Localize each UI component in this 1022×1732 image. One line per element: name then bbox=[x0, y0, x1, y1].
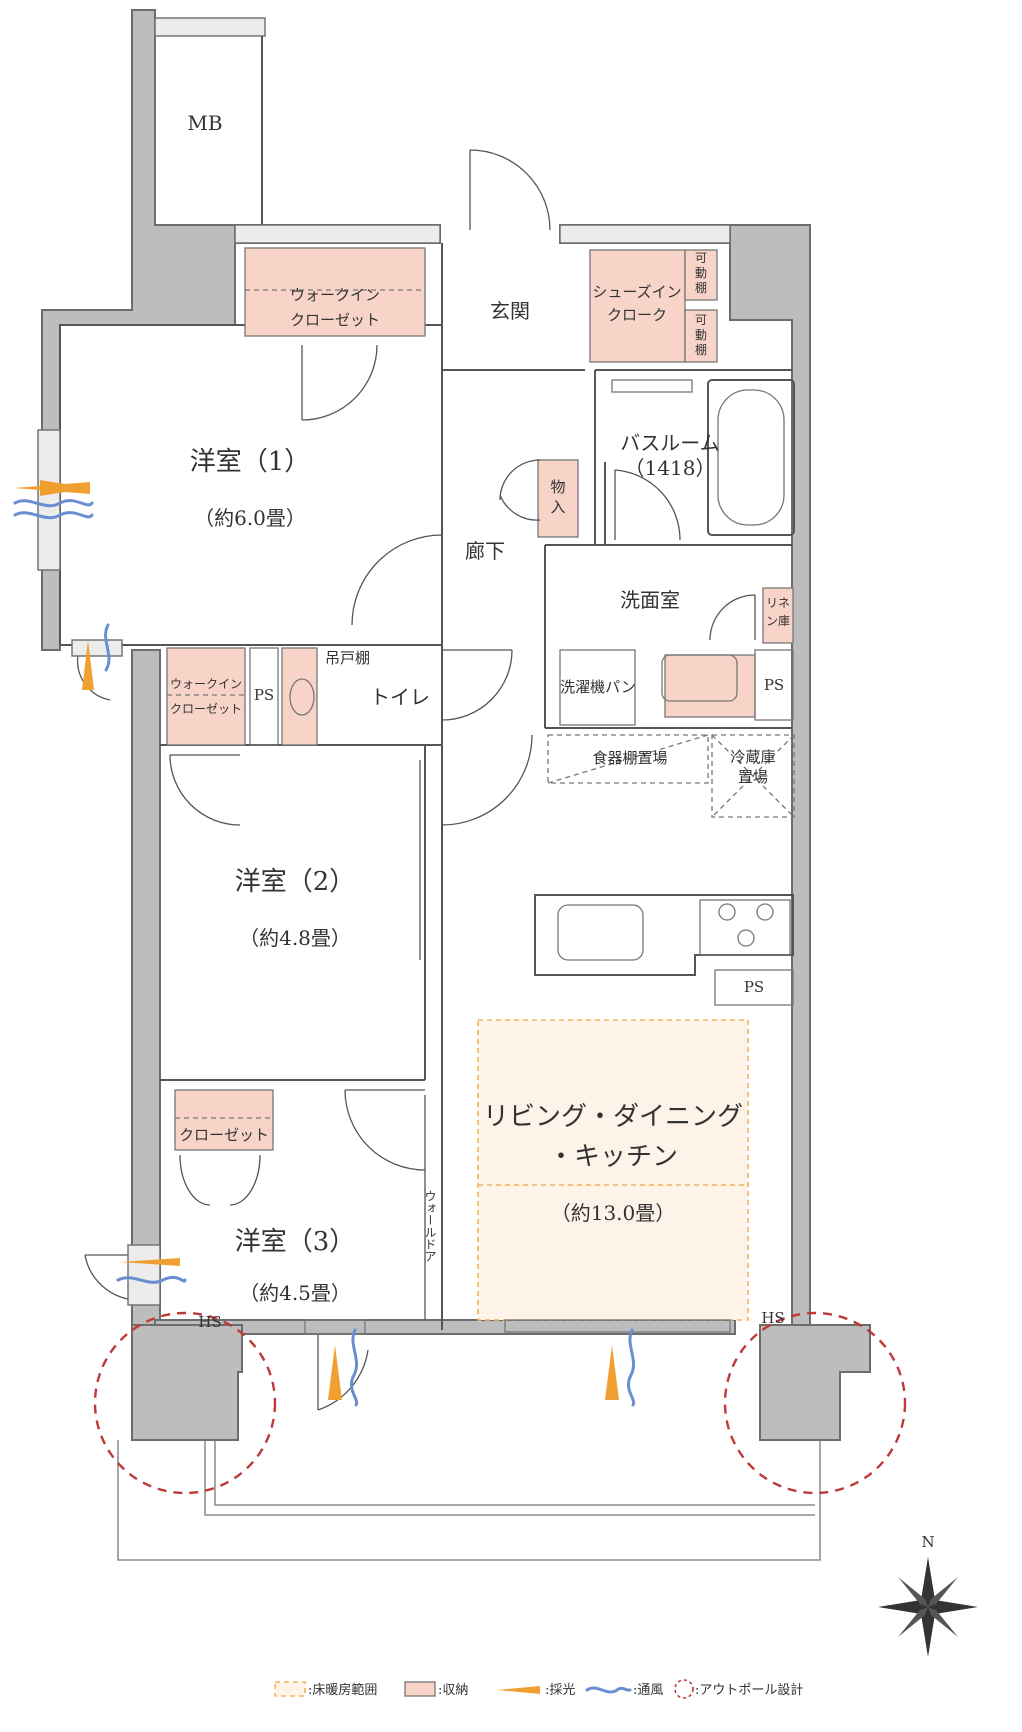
wic2-label-line1: ウォークイン bbox=[170, 677, 242, 691]
north-compass-icon bbox=[878, 1557, 978, 1657]
light-markers bbox=[14, 480, 619, 1400]
movable-shelf2-b: 動 bbox=[695, 328, 707, 342]
ps-label-3: PS bbox=[744, 978, 764, 996]
closet-label: クローゼット bbox=[179, 1126, 269, 1144]
room2-area: （約4.8畳） bbox=[239, 926, 351, 950]
wic1-label-line2: クローゼット bbox=[290, 311, 380, 329]
outpole-circle-right bbox=[723, 1311, 907, 1495]
ldk-area: （約13.0畳） bbox=[551, 1201, 676, 1225]
bath-size: （1418） bbox=[625, 456, 716, 480]
hanging-shelf-label: 吊戸棚 bbox=[325, 649, 370, 667]
legend-storage: :収納 bbox=[438, 1683, 468, 1698]
fixtures bbox=[249, 379, 795, 1006]
room1-name: 洋室（1） bbox=[190, 447, 311, 477]
linen-label-b: ン庫 bbox=[766, 614, 790, 628]
legend-ventilation: :通風 bbox=[633, 1683, 663, 1698]
legend-outpole: :アウトポール設計 bbox=[695, 1682, 803, 1698]
legend-lighting-icon bbox=[497, 1686, 540, 1694]
legend-floor-heating-swatch bbox=[274, 1681, 306, 1697]
room-labels: MB ウォークイン クローゼット 玄関 シューズイン クローク 可 動 棚 可 … bbox=[170, 111, 935, 1551]
movable-shelf2-c: 棚 bbox=[695, 342, 707, 357]
fridge-label-line2: 置場 bbox=[738, 768, 768, 786]
floor-heating-area bbox=[477, 1019, 749, 1321]
corridor-label: 廊下 bbox=[465, 539, 505, 563]
light-arrow-corner bbox=[82, 640, 94, 690]
washer-pan-label: 洗濯機パン bbox=[560, 678, 636, 696]
storage-areas bbox=[166, 247, 794, 1151]
movable-shelf2-a: 可 bbox=[695, 313, 707, 327]
ldk-name-line1: リビング・ダイニング bbox=[483, 1102, 743, 1132]
room3-name: 洋室（3） bbox=[235, 1227, 356, 1257]
room1-area: （約6.0畳） bbox=[194, 506, 306, 530]
mb-label: MB bbox=[187, 111, 222, 135]
outer-walls bbox=[41, 9, 871, 1561]
light-arrow-bottom2 bbox=[605, 1345, 619, 1400]
movable-shelf1-c: 棚 bbox=[695, 280, 707, 295]
ldk-name-line2: ・キッチン bbox=[548, 1142, 678, 1172]
bath-label: バスルーム bbox=[620, 431, 719, 455]
outpole-circle-left bbox=[93, 1311, 277, 1495]
ps-label-1: PS bbox=[254, 686, 274, 704]
ps-label-2: PS bbox=[764, 676, 784, 694]
legend-outpole-icon bbox=[674, 1679, 694, 1699]
legend-storage-swatch bbox=[404, 1681, 436, 1697]
light-arrow-bottom1 bbox=[328, 1345, 342, 1400]
movable-shelf1-b: 動 bbox=[695, 266, 707, 280]
wind-markers bbox=[13, 499, 636, 1407]
legend-floor-heating: :床暖房範囲 bbox=[308, 1682, 377, 1698]
wall-door-label: ウォールドア bbox=[423, 1190, 437, 1262]
washroom-label: 洗面室 bbox=[620, 588, 680, 612]
shoes-closet-line2: クローク bbox=[607, 306, 667, 324]
legend-ventilation-icon bbox=[585, 1686, 632, 1694]
light-arrow-room3 bbox=[120, 1258, 180, 1266]
entrance-label: 玄関 bbox=[490, 299, 530, 323]
toilet-label: トイレ bbox=[370, 685, 430, 709]
hs-label-2: HS bbox=[761, 1309, 784, 1327]
legend: :床暖房範囲 :収納 :採光 :通風 :アウトポール設計 bbox=[274, 1679, 803, 1699]
legend-lighting: :採光 bbox=[545, 1683, 575, 1698]
shoes-closet-line1: シューズイン bbox=[592, 283, 681, 301]
hs-label-1: HS bbox=[198, 1313, 221, 1331]
wic1-label-line1: ウォークイン bbox=[290, 286, 380, 304]
room2-name: 洋室（2） bbox=[235, 867, 356, 897]
north-label: N bbox=[921, 1533, 934, 1551]
light-arrow-room1b bbox=[40, 480, 90, 496]
storage-label-b: 入 bbox=[550, 498, 565, 516]
movable-shelf1-a: 可 bbox=[695, 251, 707, 265]
windows bbox=[37, 429, 731, 1335]
room3-area: （約4.5畳） bbox=[239, 1281, 351, 1305]
fridge-label-line1: 冷蔵庫 bbox=[730, 748, 775, 766]
dish-shelf-label: 食器棚置場 bbox=[592, 749, 667, 767]
storage-label-a: 物 bbox=[550, 478, 565, 496]
wic2-label-line2: クローゼット bbox=[170, 702, 242, 716]
linen-label-a: リネ bbox=[766, 596, 790, 610]
